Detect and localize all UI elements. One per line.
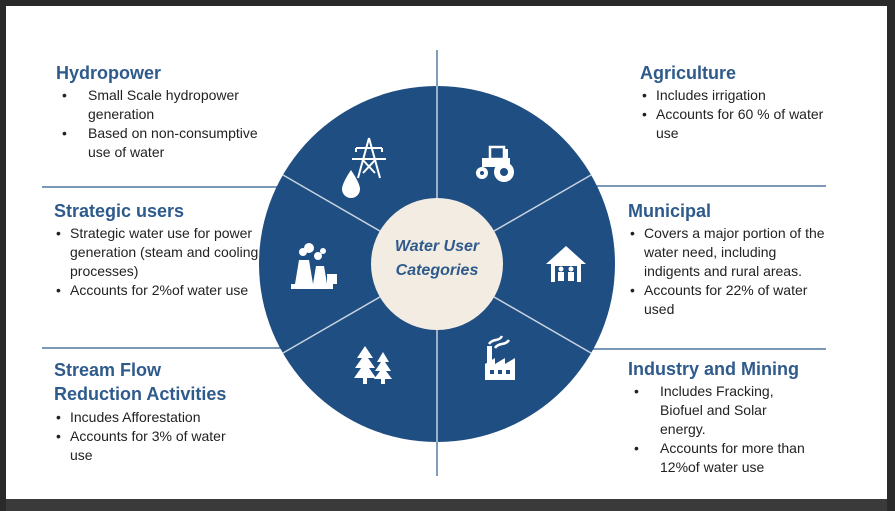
center-label-line2: Categories xyxy=(396,262,479,279)
agriculture-title: Agriculture xyxy=(640,63,737,83)
strategic-users-item: Strategic water use for power generation… xyxy=(54,224,272,281)
stream-flow-title: Stream Flow Reduction Activities xyxy=(54,358,294,406)
strategic-users-item: Accounts for 2%of water use xyxy=(54,281,272,300)
industry-mining-item: Accounts for more than 12%of water use xyxy=(628,439,842,477)
hydropower-item: Small Scale hydropower generation xyxy=(56,86,278,124)
center-label-line1: Water User xyxy=(395,238,480,255)
stream-flow-title-line2: Reduction Activities xyxy=(54,384,227,404)
power-plant-icon xyxy=(291,243,337,289)
stream-flow-item: Accounts for 3% of water use xyxy=(54,427,230,465)
agriculture-item: Accounts for 60 % of water use xyxy=(640,105,830,143)
industry-mining-item: Includes Fracking, Biofuel and Solar ene… xyxy=(628,382,810,439)
strategic-users-title: Strategic users xyxy=(54,201,185,221)
house-family-icon xyxy=(546,246,586,282)
category-strategic-users: Strategic users Strategic water use for … xyxy=(54,200,272,300)
category-agriculture: Agriculture Includes irrigation Accounts… xyxy=(640,62,830,143)
trees-icon xyxy=(354,346,392,384)
wheel-hub xyxy=(371,198,503,330)
stream-flow-item: Incudes Afforestation xyxy=(54,408,294,427)
category-industry-mining: Industry and Mining Includes Fracking, B… xyxy=(628,358,842,477)
category-hydropower: Hydropower Small Scale hydropower genera… xyxy=(56,62,278,162)
category-stream-flow: Stream Flow Reduction Activities Incudes… xyxy=(54,358,294,465)
industry-mining-title: Industry and Mining xyxy=(628,359,799,379)
category-municipal: Municipal Covers a major portion of the … xyxy=(628,200,832,319)
municipal-title: Municipal xyxy=(628,201,712,221)
municipal-item: Covers a major portion of the water need… xyxy=(628,224,832,281)
factory-icon xyxy=(485,335,515,380)
tractor-icon xyxy=(476,145,514,182)
stream-flow-title-line1: Stream Flow xyxy=(54,360,162,380)
municipal-item: Accounts for 22% of water used xyxy=(628,281,814,319)
bottom-strip xyxy=(6,499,887,511)
agriculture-item: Includes irrigation xyxy=(640,86,830,105)
hydropower-item: Based on non-consumptive use of water xyxy=(56,124,278,162)
transmission-tower-water-drop-icon xyxy=(342,137,386,198)
hydropower-title: Hydropower xyxy=(56,63,162,83)
